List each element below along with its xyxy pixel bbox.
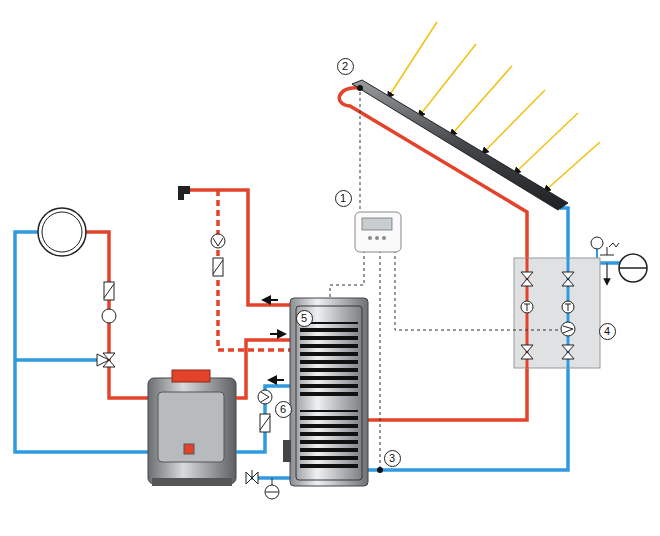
pump-station: [514, 237, 647, 368]
tap: [178, 186, 190, 200]
radiator: [38, 208, 86, 256]
boiler: [148, 370, 236, 486]
boiler-coil-pipes: [236, 340, 290, 452]
flow-arrows: [266, 300, 284, 380]
solar-collector: [352, 80, 568, 210]
heating-pipes: [15, 232, 150, 452]
hot-water-pipes: [186, 190, 290, 478]
storage-tank: [283, 298, 368, 486]
callout-number: 1: [335, 190, 352, 207]
heating-fittings: [97, 282, 116, 367]
callout-number: 2: [337, 58, 354, 75]
callout-number: 4: [599, 323, 616, 340]
callout-number: 3: [384, 450, 401, 467]
solar-controller: [355, 212, 401, 252]
boiler-pump: [258, 390, 272, 432]
callout-number: 6: [275, 401, 292, 418]
callout-number: 5: [296, 310, 313, 327]
solar-pipes: [339, 88, 620, 470]
circulation-fittings: [211, 234, 279, 499]
